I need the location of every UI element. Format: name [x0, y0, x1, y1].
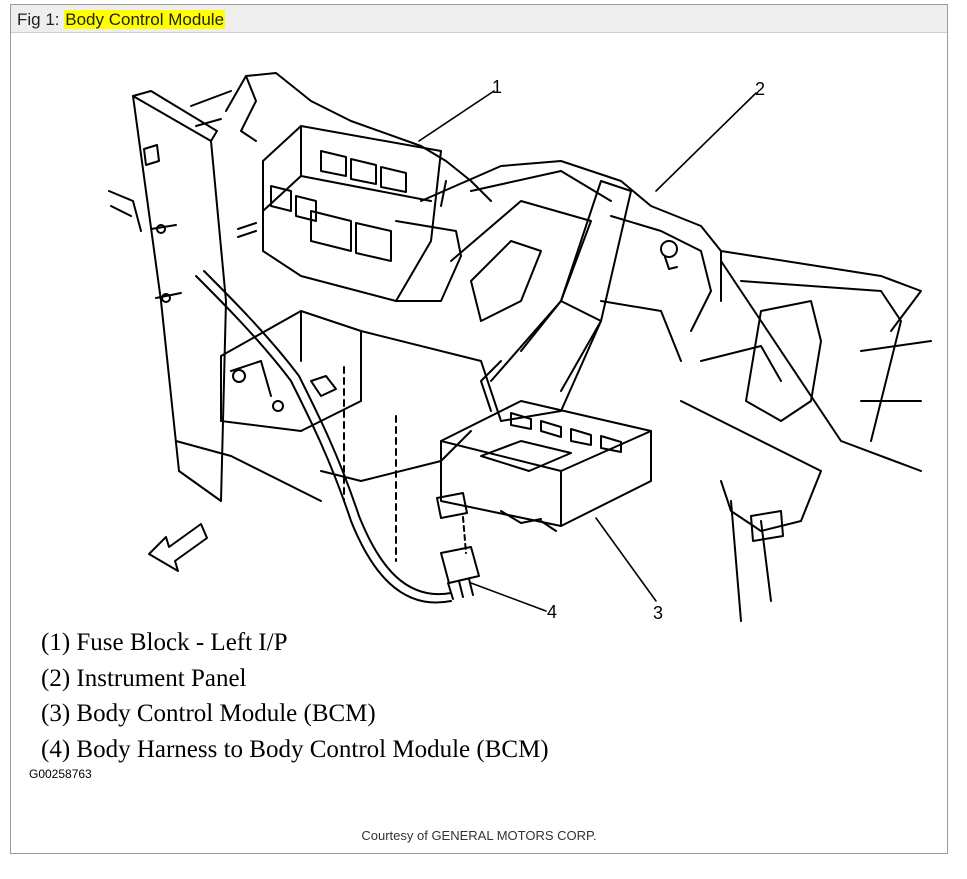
- figure-prefix: Fig 1:: [17, 10, 60, 29]
- body-control-module: [440, 400, 652, 532]
- legend: (1) Fuse Block - Left I/P (2) Instrument…: [41, 625, 549, 767]
- leader-lines: [418, 90, 757, 612]
- callout-1: 1: [492, 77, 502, 97]
- figure-code: G00258763: [29, 767, 92, 781]
- instrument-panel: [420, 160, 932, 622]
- figure-title: Body Control Module: [64, 10, 226, 29]
- legend-item-3: (3) Body Control Module (BCM): [41, 700, 376, 727]
- fuse-block: [237, 125, 462, 302]
- lower-bracket: [175, 310, 502, 502]
- courtesy-text: Courtesy of GENERAL MOTORS CORP.: [361, 828, 597, 843]
- legend-item-4: (4) Body Harness to Body Control Module …: [41, 735, 549, 763]
- callout-3: 3: [653, 603, 663, 623]
- legend-item-1: (1) Fuse Block - Left I/P: [41, 629, 288, 656]
- legend-item-2: (2) Instrument Panel: [41, 664, 247, 692]
- forward-direction-arrow: [148, 523, 208, 572]
- callout-2: 2: [755, 79, 765, 99]
- figure-caption: Fig 1: Body Control Module: [17, 10, 226, 30]
- figure-frame: Fig 1: Body Control Module: [10, 4, 948, 854]
- figure-header: Fig 1: Body Control Module: [11, 5, 947, 33]
- bcm-line-drawing: 1 2 3 4: [108, 72, 932, 623]
- body-harness: [195, 270, 480, 604]
- side-panel-bracket: [108, 90, 227, 502]
- cross-car-beam: [190, 72, 492, 202]
- callout-4: 4: [547, 602, 557, 622]
